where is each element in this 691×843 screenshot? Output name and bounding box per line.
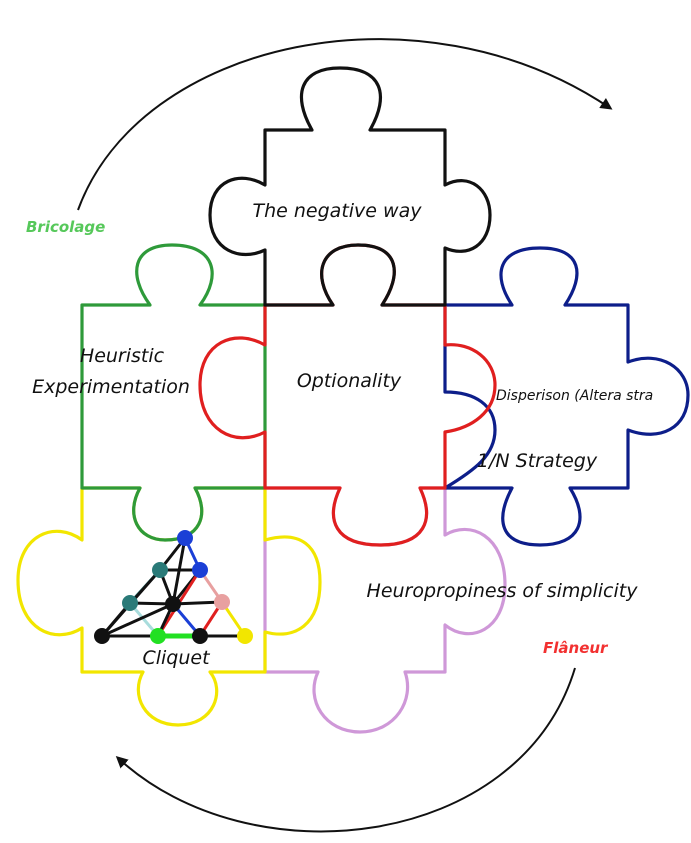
optionality-piece: [198, 243, 497, 547]
dispersion-label: Disperison (Altera stra: [496, 388, 653, 404]
graph-node: [214, 594, 230, 610]
graph-node: [152, 562, 168, 578]
dispersion-piece: [443, 246, 690, 547]
one-n-strategy-label: 1/N Strategy: [477, 450, 598, 472]
graph-node: [177, 530, 193, 546]
negative-way-piece: [208, 66, 492, 307]
flaneur-label: Flâneur: [543, 639, 609, 657]
heuristic-label-line1: Heuristic: [80, 345, 165, 367]
heuropropiness-label: Heuropropiness of simplicity: [367, 580, 639, 602]
graph-node: [192, 562, 208, 578]
heuropropiness-piece: [263, 486, 507, 734]
graph-node: [165, 596, 181, 612]
bricolage-label: Bricolage: [26, 218, 105, 236]
graph-node: [94, 628, 110, 644]
graph-node: [192, 628, 208, 644]
negative-way-label: The negative way: [253, 200, 423, 222]
clique-graph: [94, 530, 253, 644]
optionality-label: Optionality: [297, 370, 402, 392]
cliquet-label: Cliquet: [142, 647, 211, 669]
heuristic-label-line2: Experimentation: [32, 376, 190, 398]
graph-node: [122, 595, 138, 611]
top-cycle-arrow: [77, 38, 613, 211]
bottom-cycle-arrow: [115, 667, 576, 833]
graph-node: [150, 628, 166, 644]
graph-node: [237, 628, 253, 644]
